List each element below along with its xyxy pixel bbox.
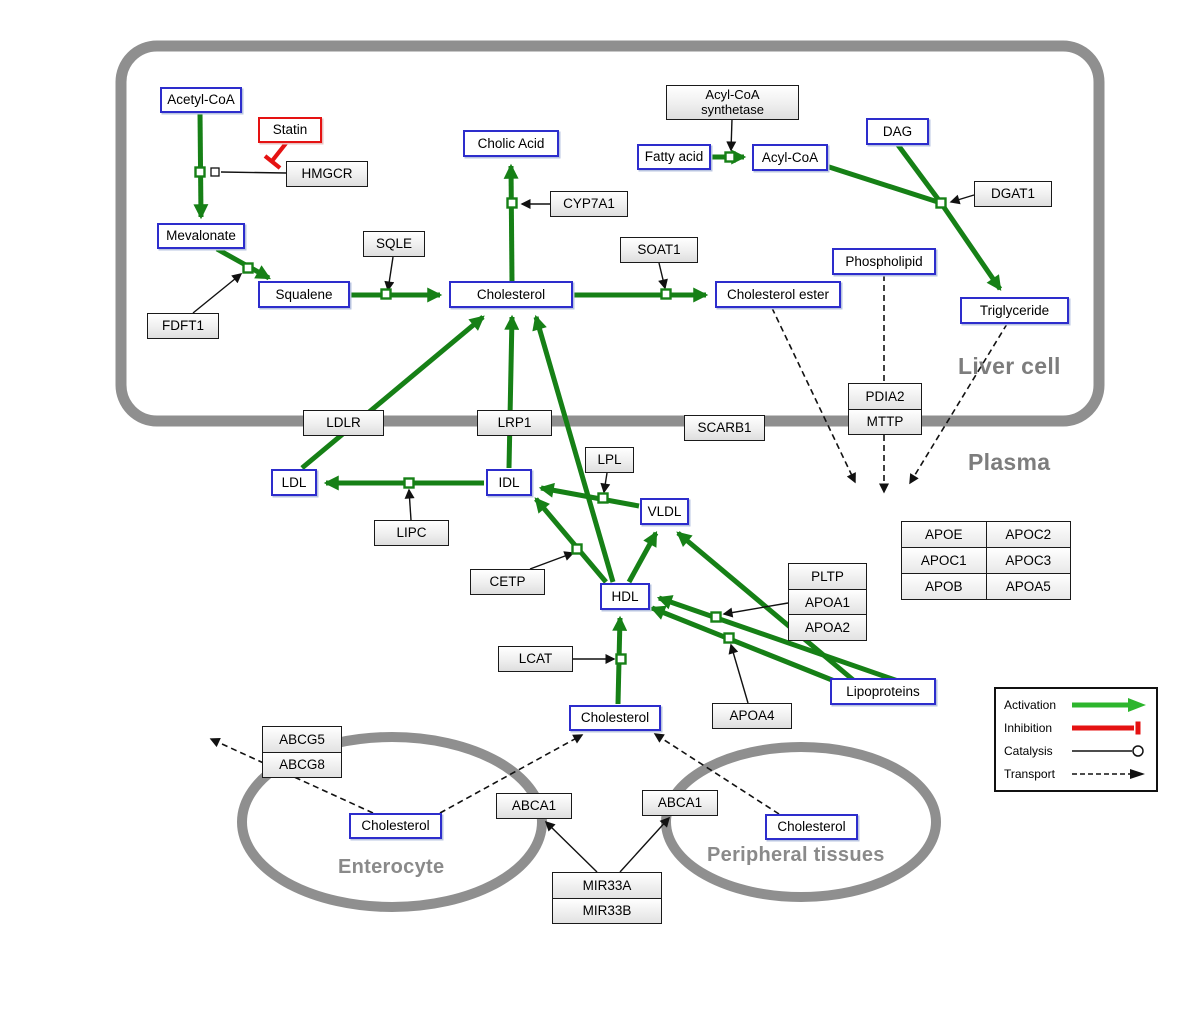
legend-row-activation: Activation (1004, 697, 1148, 713)
node-apoe[interactable]: APOE (901, 521, 987, 548)
legend-row-transport: Transport (1004, 766, 1148, 782)
legend-row-inhibition: Inhibition (1004, 720, 1148, 736)
node-cyp7a1[interactable]: CYP7A1 (550, 191, 628, 217)
legend-catalysis-label: Catalysis (1004, 743, 1053, 758)
node-acyl-coa[interactable]: Acyl-CoA (752, 144, 828, 171)
node-hmgcr[interactable]: HMGCR (286, 161, 368, 187)
node-abca1-enterocyte[interactable]: ABCA1 (496, 793, 572, 819)
node-lipoproteins[interactable]: Lipoproteins (830, 678, 936, 705)
node-lpl[interactable]: LPL (585, 447, 634, 473)
node-apob[interactable]: APOB (901, 573, 987, 600)
node-ldlr[interactable]: LDLR (303, 410, 384, 436)
inhibition-tbar-icon (1072, 721, 1141, 735)
node-apoa5[interactable]: APOA5 (985, 573, 1071, 600)
legend-transport-label: Transport (1004, 766, 1055, 781)
node-cholesterol-peripheral[interactable]: Cholesterol (765, 814, 858, 840)
node-cetp[interactable]: CETP (470, 569, 545, 595)
label-liver-cell: Liver cell (958, 353, 1061, 379)
node-abcg5-abcg8-complex: ABCG5 ABCG8 (262, 726, 342, 778)
node-sqle[interactable]: SQLE (363, 231, 425, 257)
node-abcg8[interactable]: ABCG8 (262, 751, 342, 778)
junction-markers (194, 151, 947, 665)
node-scarb1[interactable]: SCARB1 (684, 415, 765, 441)
node-abca1-peripheral[interactable]: ABCA1 (642, 790, 718, 816)
node-lrp1[interactable]: LRP1 (477, 410, 552, 436)
label-peripheral-tissues: Peripheral tissues (707, 844, 885, 866)
node-cholic-acid[interactable]: Cholic Acid (463, 130, 559, 157)
legend-row-catalysis: Catalysis (1004, 743, 1148, 759)
catalysis-edges (192, 118, 975, 873)
transport-edges (209, 275, 1008, 815)
node-apoa1[interactable]: APOA1 (788, 588, 867, 616)
compartment-shapes (115, 40, 1105, 912)
node-apoa4[interactable]: APOA4 (712, 703, 792, 729)
activation-edges (193, 111, 1003, 705)
node-acyl-coa-synthetase[interactable]: Acyl-CoA synthetase (666, 85, 799, 120)
node-dgat1[interactable]: DGAT1 (974, 181, 1052, 207)
node-soat1[interactable]: SOAT1 (620, 237, 698, 263)
enterocyte-membrane (237, 732, 547, 912)
activation-arrow-icon (1072, 698, 1146, 713)
node-pdia2-mttp-complex: PDIA2 MTTP (848, 383, 922, 435)
node-apoc2[interactable]: APOC2 (985, 521, 1071, 548)
node-mttp[interactable]: MTTP (848, 408, 922, 435)
node-lcat[interactable]: LCAT (498, 646, 573, 672)
node-cholesterol-ester[interactable]: Cholesterol ester (715, 281, 841, 308)
node-cholesterol-enterocyte[interactable]: Cholesterol (349, 813, 442, 839)
node-ldl[interactable]: LDL (271, 469, 317, 496)
node-lipc[interactable]: LIPC (374, 520, 449, 546)
node-apoc3[interactable]: APOC3 (985, 547, 1071, 574)
node-squalene[interactable]: Squalene (258, 281, 350, 308)
node-cholesterol-liver[interactable]: Cholesterol (449, 281, 573, 308)
node-apoa2[interactable]: APOA2 (788, 614, 867, 642)
legend-box: Activation Inhibition Catalysis Transpor… (994, 687, 1158, 792)
node-phospholipid[interactable]: Phospholipid (832, 248, 936, 275)
node-mir33a[interactable]: MIR33A (552, 872, 662, 899)
node-abcg5[interactable]: ABCG5 (262, 726, 342, 753)
node-statin[interactable]: Statin (258, 117, 322, 143)
liver-cell-membrane (115, 40, 1105, 427)
transport-dashed-arrow-icon (1072, 768, 1145, 779)
label-enterocyte: Enterocyte (338, 856, 445, 878)
node-dag[interactable]: DAG (866, 118, 929, 145)
inhibition-edge (263, 140, 289, 170)
node-acetyl-coa[interactable]: Acetyl-CoA (160, 87, 242, 113)
node-vldl[interactable]: VLDL (640, 498, 689, 525)
node-apolipoprotein-table: APOE APOC2 APOC1 APOC3 APOB APOA5 (901, 521, 1071, 600)
node-hdl[interactable]: HDL (600, 583, 650, 610)
node-fdft1[interactable]: FDFT1 (147, 313, 219, 339)
catalysis-circle-icon (1072, 745, 1144, 757)
node-mevalonate[interactable]: Mevalonate (157, 223, 245, 249)
node-mir33-complex: MIR33A MIR33B (552, 872, 662, 924)
label-plasma: Plasma (968, 449, 1051, 475)
node-pltp-apoa-complex: PLTP APOA1 APOA2 (788, 563, 867, 642)
node-pltp[interactable]: PLTP (788, 563, 867, 590)
node-pdia2[interactable]: PDIA2 (848, 383, 922, 410)
node-fatty-acid[interactable]: Fatty acid (637, 144, 711, 170)
hmgcr-catalysis-marker (210, 167, 220, 177)
node-mir33b[interactable]: MIR33B (552, 897, 662, 924)
node-cholesterol-plasma[interactable]: Cholesterol (569, 705, 661, 731)
node-idl[interactable]: IDL (486, 469, 532, 496)
node-apoc1[interactable]: APOC1 (901, 547, 987, 574)
legend-inhibition-label: Inhibition (1004, 721, 1053, 736)
legend-activation-label: Activation (1004, 698, 1057, 713)
node-triglyceride[interactable]: Triglyceride (960, 297, 1069, 324)
